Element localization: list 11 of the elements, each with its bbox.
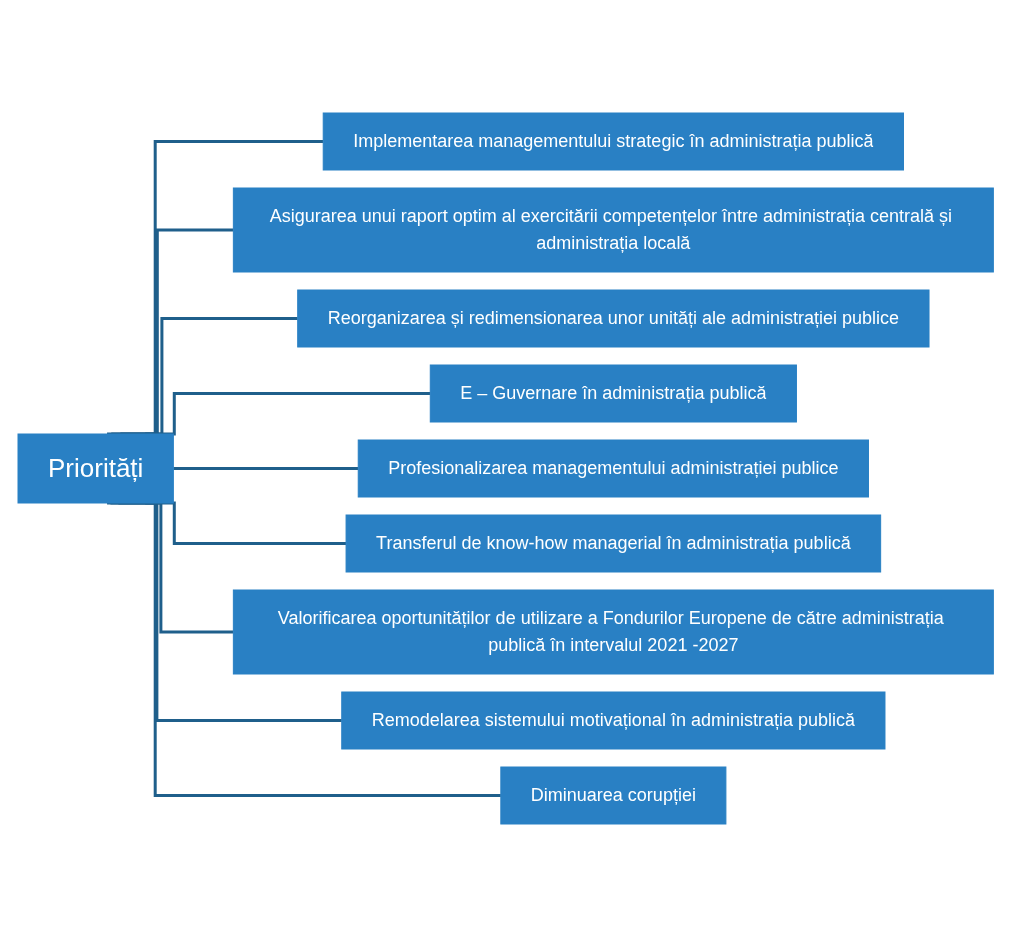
connector <box>173 467 359 470</box>
node-box: Profesionalizarea managementului administrației publice <box>357 439 869 498</box>
node-box: Remodelarea sistemului motivațional în administrația publică <box>341 691 886 750</box>
node-box: Asigurarea unui raport optim al exercitării competențelor între administrația centrală și administrația locală <box>232 187 994 273</box>
node-box: Diminuarea corupției <box>500 766 727 825</box>
node-box: E – Guvernare în administrația publică <box>429 364 797 423</box>
node-box: Reorganizarea și redimensionarea unor unități ale administrației publice <box>297 289 930 348</box>
node-box: Implementarea managementului strategic în administrația publică <box>322 112 904 171</box>
node-box: Priorități <box>17 433 174 504</box>
node-box: Valorificarea oportunităților de utilizare a Fondurilor Europene de către administrația publică în intervalul 2021 -2027 <box>232 589 994 675</box>
node-box: Transferul de know-how managerial în administrația publică <box>345 514 881 573</box>
